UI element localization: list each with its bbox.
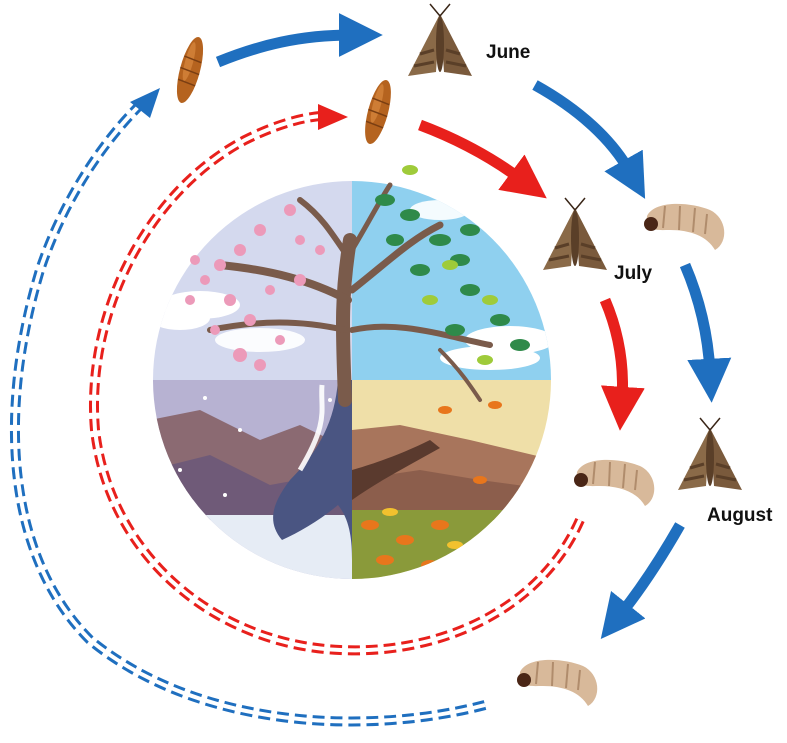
outer-cycle-arrows bbox=[9, 13, 732, 727]
pupa-icon bbox=[365, 80, 391, 144]
moth-icon bbox=[408, 3, 472, 76]
four-seasons-tree-icon bbox=[153, 165, 551, 579]
label-july: July bbox=[614, 263, 653, 284]
red-arrow-july-moth-to-larva bbox=[599, 297, 645, 431]
red-arrow-pupa-to-july-moth bbox=[418, 119, 547, 199]
larva-icon bbox=[644, 203, 725, 250]
moth-icon bbox=[543, 197, 607, 270]
red-dashed-overwintering-path bbox=[89, 104, 585, 656]
moth-icon bbox=[678, 417, 742, 490]
blue-arrow-larva-to-august-moth bbox=[679, 262, 732, 403]
label-june: June bbox=[486, 42, 531, 63]
larva-icon bbox=[517, 659, 598, 706]
blue-arrow-august-moth-to-larva bbox=[600, 522, 685, 640]
blue-arrow-june-moth-to-larva bbox=[532, 80, 646, 199]
inner-cycle-arrows bbox=[89, 104, 645, 656]
pupa-icon bbox=[176, 37, 204, 103]
larva-icon bbox=[574, 459, 655, 506]
blue-dashed-overwintering-path bbox=[9, 88, 487, 727]
blue-arrow-pupa-to-june-moth bbox=[215, 13, 383, 68]
label-august: August bbox=[707, 505, 773, 526]
